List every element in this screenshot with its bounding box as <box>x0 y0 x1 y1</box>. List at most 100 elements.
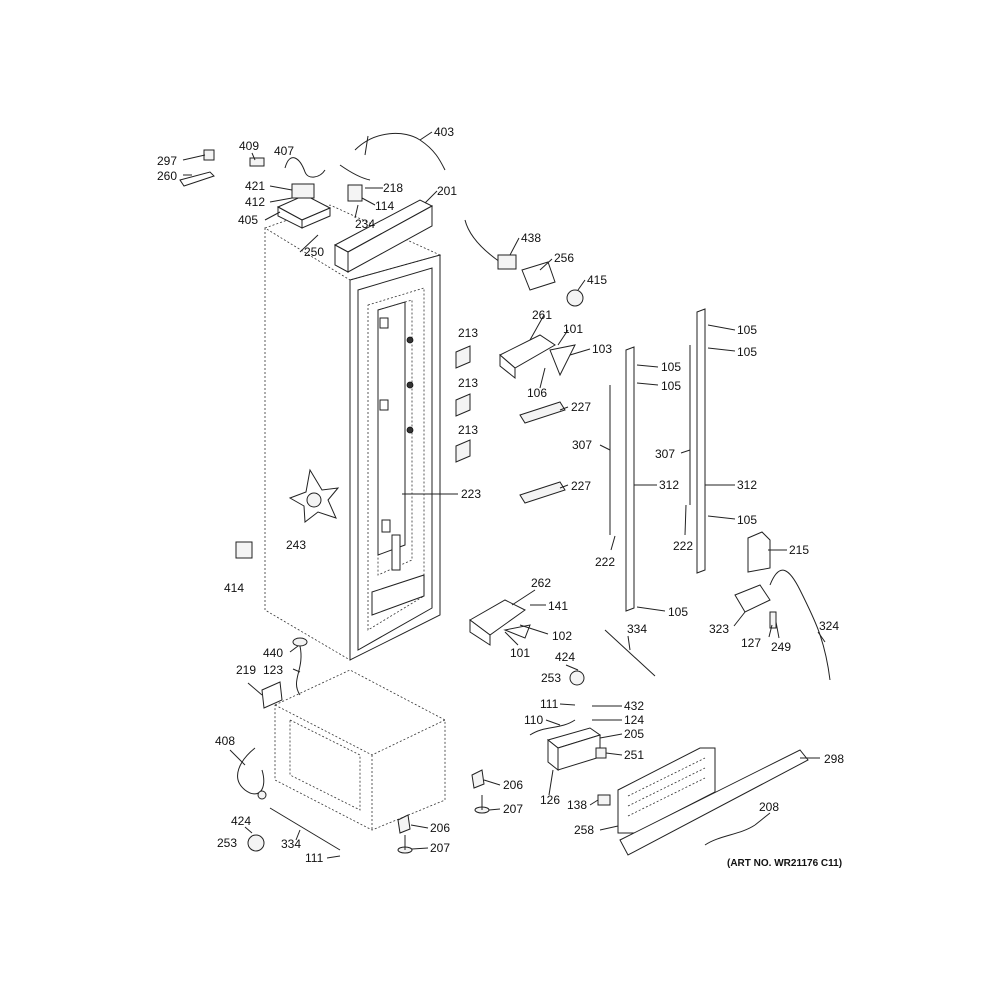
callout-432: 432 <box>624 699 644 713</box>
control-box <box>276 183 332 229</box>
callout-227-b: 227 <box>571 479 591 493</box>
callout-415: 415 <box>587 273 607 287</box>
shelf-trim-227 <box>519 401 566 504</box>
callout-261: 261 <box>532 308 552 322</box>
callout-403: 403 <box>434 125 454 139</box>
leader-lines <box>182 131 826 859</box>
callout-219: 219 <box>236 663 256 677</box>
callout-249: 249 <box>771 640 791 654</box>
harness-408 <box>237 747 267 800</box>
callout-312-b: 312 <box>737 478 757 492</box>
machine-compartment <box>274 669 446 831</box>
callout-223: 223 <box>461 487 481 501</box>
water-valve-assembly <box>464 219 584 307</box>
callout-141: 141 <box>548 599 568 613</box>
callout-222-a: 222 <box>595 555 615 569</box>
callout-103: 103 <box>592 342 612 356</box>
callout-215: 215 <box>789 543 809 557</box>
callout-213-c: 213 <box>458 423 478 437</box>
callout-213-b: 213 <box>458 376 478 390</box>
center-channel <box>377 301 414 571</box>
ice-maker-261 <box>499 334 576 380</box>
callout-334-b: 334 <box>281 837 301 851</box>
callout-102: 102 <box>552 629 572 643</box>
callout-307-a: 307 <box>572 438 592 452</box>
callout-227-a: 227 <box>571 400 591 414</box>
drain-tube-440 <box>292 637 308 696</box>
callout-106: 106 <box>527 386 547 400</box>
callout-222-b: 222 <box>673 539 693 553</box>
callout-250: 250 <box>304 245 324 259</box>
callout-405: 405 <box>238 213 258 227</box>
callout-262: 262 <box>531 576 551 590</box>
callout-256: 256 <box>554 251 574 265</box>
callout-123: 123 <box>263 663 283 677</box>
wiring-harness-top <box>339 132 446 202</box>
callout-424-b: 424 <box>231 814 251 828</box>
callout-323: 323 <box>709 622 729 636</box>
hinge-215 <box>747 531 771 573</box>
bracket-260 <box>179 149 215 187</box>
callout-307-b: 307 <box>655 447 675 461</box>
hinge-323 <box>734 569 831 681</box>
callout-111-a: 111 <box>305 851 324 865</box>
callout-105-b: 105 <box>737 345 757 359</box>
top-housing <box>333 199 434 273</box>
callout-253-a: 253 <box>541 671 561 685</box>
callout-205: 205 <box>624 727 644 741</box>
harness-407 <box>249 157 326 178</box>
callout-labels: 297 260 409 407 421 412 405 403 218 114 … <box>157 125 844 865</box>
callout-218: 218 <box>383 181 403 195</box>
callout-243: 243 <box>286 538 306 552</box>
ice-maker-262 <box>469 599 531 646</box>
callout-412: 412 <box>245 195 265 209</box>
cabinet-shell <box>264 204 442 661</box>
callout-424-a: 424 <box>555 650 575 664</box>
harness-208 <box>704 824 756 846</box>
callout-126: 126 <box>540 793 560 807</box>
rod-334-right <box>604 629 656 677</box>
callout-234: 234 <box>355 217 375 231</box>
part-138 <box>597 794 611 806</box>
art-number: (ART NO. WR21176 C11) <box>727 858 842 869</box>
callout-409: 409 <box>239 139 259 153</box>
callout-258: 258 <box>574 823 594 837</box>
rail-left <box>609 346 635 612</box>
callout-114: 114 <box>375 199 394 213</box>
callout-208: 208 <box>759 800 779 814</box>
callout-105-d: 105 <box>661 379 681 393</box>
control-module-205 <box>529 719 607 772</box>
cover-213 <box>455 345 471 463</box>
callout-201: 201 <box>437 184 457 198</box>
callout-206-a: 206 <box>503 778 523 792</box>
callout-138: 138 <box>567 798 587 812</box>
rail-right <box>689 308 706 574</box>
callout-206-b: 206 <box>430 821 450 835</box>
callout-101-a: 101 <box>563 322 583 336</box>
callout-297: 297 <box>157 154 177 168</box>
bracket-219 <box>261 681 283 709</box>
evaporator-fan <box>288 468 340 523</box>
kick-plate-298 <box>619 749 809 856</box>
part-414 <box>235 541 253 559</box>
callout-421: 421 <box>245 179 265 193</box>
callout-407: 407 <box>274 144 294 158</box>
callout-260: 260 <box>157 169 177 183</box>
leveler-206-207 <box>397 769 490 854</box>
callout-110: 110 <box>524 713 543 727</box>
callout-105-c: 105 <box>661 360 681 374</box>
wheel-253-right <box>569 670 585 686</box>
callout-253-b: 253 <box>217 836 237 850</box>
wheel-253-left <box>247 834 265 852</box>
callout-324: 324 <box>819 619 839 633</box>
callout-105-f: 105 <box>668 605 688 619</box>
callout-127: 127 <box>741 636 761 650</box>
callout-408: 408 <box>215 734 235 748</box>
rod-334-left <box>269 807 341 851</box>
callout-105-a: 105 <box>737 323 757 337</box>
callout-298: 298 <box>824 752 844 766</box>
callout-312-a: 312 <box>659 478 679 492</box>
callout-251: 251 <box>624 748 644 762</box>
callout-438: 438 <box>521 231 541 245</box>
callout-105-e: 105 <box>737 513 757 527</box>
